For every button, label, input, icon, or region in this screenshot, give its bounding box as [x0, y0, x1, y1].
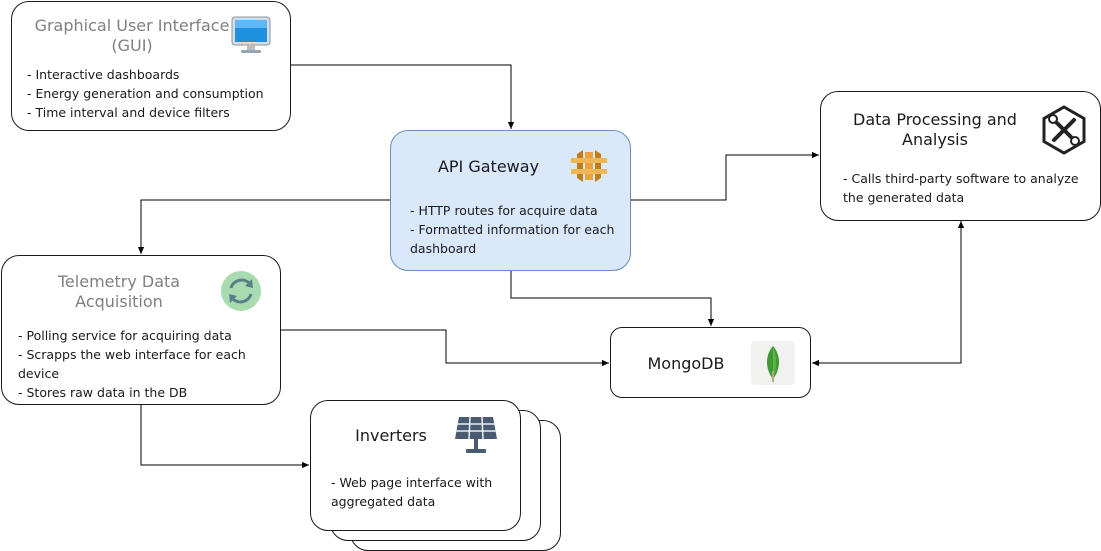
telemetry-title: Telemetry Data Acquisition	[57, 272, 181, 311]
bullet: - Web page interface with aggregated dat…	[331, 475, 493, 509]
edge-api-to-telemetry	[137, 199, 390, 254]
bullet: - Scrapps the web interface for each dev…	[18, 347, 246, 381]
mongodb-title: MongoDB	[647, 354, 725, 373]
bullet: - Stores raw data in the DB	[18, 385, 188, 400]
bullet: - Formatted information for each dashboa…	[410, 222, 615, 256]
inverters-title: Inverters	[355, 426, 427, 445]
data-processing-bullets: - Calls third-party software to analyze …	[843, 169, 1088, 207]
telemetry-node: Telemetry Data Acquisition - Polling ser…	[1, 255, 281, 405]
bullet: - Polling service for acquiring data	[18, 328, 232, 343]
inverters-bullets: - Web page interface with aggregated dat…	[331, 473, 511, 511]
data-processing-title: Data Processing and Analysis	[853, 110, 1017, 149]
gui-bullets: - Interactive dashboards - Energy genera…	[27, 65, 282, 122]
mongodb-node: MongoDB	[610, 327, 811, 398]
edge-api-to-processing	[631, 151, 819, 201]
edge-telemetry-to-mongodb	[281, 329, 609, 367]
tools-hexagon-icon	[1042, 105, 1086, 155]
gui-title: Graphical User Interface (GUI)	[34, 16, 230, 55]
edge-telemetry-to-inverters	[140, 405, 309, 469]
refresh-cycle-icon	[221, 271, 261, 311]
edge-mongodb-to-processing	[812, 221, 965, 367]
api-gateway-bullets: - HTTP routes for acquire data - Formatt…	[410, 201, 620, 258]
aws-api-gateway-icon	[571, 150, 607, 182]
data-processing-node: Data Processing and Analysis - Calls thi…	[820, 91, 1101, 221]
telemetry-bullets: - Polling service for acquiring data - S…	[18, 326, 273, 402]
bullet: - Interactive dashboards	[27, 67, 180, 82]
mongodb-leaf-icon	[751, 341, 795, 385]
bullet: - Time interval and device filters	[27, 105, 230, 120]
bullet: - HTTP routes for acquire data	[410, 203, 598, 218]
bullet: - Calls third-party software to analyze …	[843, 171, 1079, 205]
api-gateway-title: API Gateway	[437, 157, 540, 176]
edge-api-to-mongodb	[510, 271, 715, 326]
solar-panel-icon	[455, 416, 497, 453]
desktop-monitor-icon	[231, 16, 271, 53]
bullet: - Energy generation and consumption	[27, 86, 264, 101]
inverters-node: Inverters - Web page interface with aggr…	[310, 400, 521, 531]
edge-gui-to-api	[291, 64, 515, 129]
gui-node: Graphical User Interface (GUI) - Interac…	[11, 1, 291, 131]
api-gateway-node: API Gateway - HTTP routes for acquire da…	[390, 130, 631, 271]
